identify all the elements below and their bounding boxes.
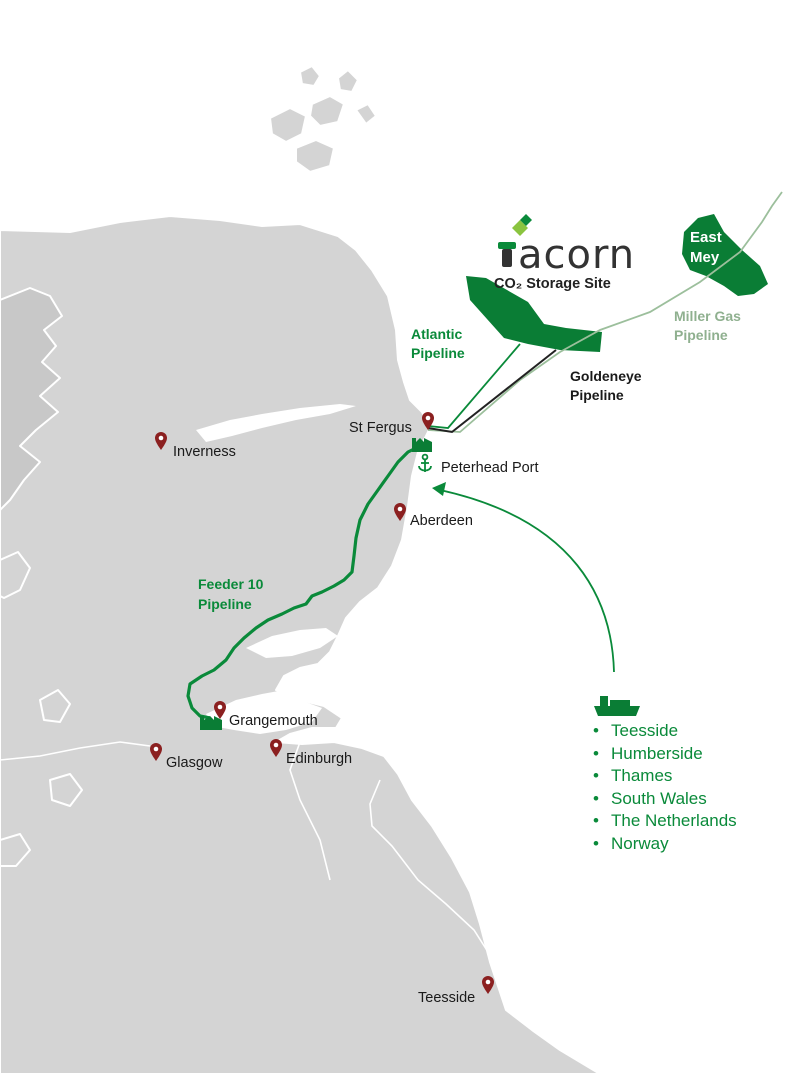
ship-icon xyxy=(594,696,640,716)
land-layer xyxy=(0,65,601,1074)
place-label-peterhead-port: Peterhead Port xyxy=(441,460,539,476)
svg-text:Pipeline: Pipeline xyxy=(674,327,728,343)
svg-text:Pipeline: Pipeline xyxy=(570,387,624,403)
east-mey-label: East Mey xyxy=(690,229,722,266)
feeder-10-pipeline xyxy=(186,444,421,720)
shipping-arrowhead xyxy=(432,482,446,496)
location-pin-icon xyxy=(394,503,406,521)
list-item: •Humberside xyxy=(593,743,703,763)
svg-text:Atlantic: Atlantic xyxy=(411,326,463,342)
anchor-icon xyxy=(418,453,432,472)
svg-text:Goldeneye: Goldeneye xyxy=(570,368,642,384)
place-label-st-fergus: St Fergus xyxy=(349,420,412,436)
acorn-storage-site-shape xyxy=(466,276,602,352)
svg-text:Pipeline: Pipeline xyxy=(198,596,252,612)
place-label-inverness: Inverness xyxy=(173,444,236,460)
svg-text:East: East xyxy=(690,229,722,246)
location-pin-icon xyxy=(155,432,167,450)
svg-text:Miller Gas: Miller Gas xyxy=(674,308,741,324)
shipping-source-list: •Teesside •Humberside •Thames •South Wal… xyxy=(593,720,737,856)
place-label-aberdeen: Aberdeen xyxy=(410,513,473,529)
list-item: •Thames xyxy=(593,766,673,786)
svg-text:Pipeline: Pipeline xyxy=(411,345,465,361)
svg-text:Feeder 10: Feeder 10 xyxy=(198,576,264,592)
location-pin-icon xyxy=(270,739,282,757)
orkney-islands xyxy=(269,65,377,173)
shipping-route-arrow xyxy=(439,489,615,673)
feeder-10-pipeline-label: Feeder 10 Pipeline xyxy=(198,576,264,612)
goldeneye-pipeline xyxy=(427,349,557,434)
acorn-wordmark: acorn xyxy=(518,232,635,278)
list-item: •Teesside xyxy=(593,721,679,740)
location-pin-icon xyxy=(422,412,434,430)
factory-icon xyxy=(412,438,432,452)
place-label-teesside: Teesside xyxy=(418,990,475,1006)
goldeneye-pipeline-label: Goldeneye Pipeline xyxy=(570,368,642,403)
acorn-logo-icon xyxy=(498,214,532,267)
list-item: •South Wales xyxy=(593,788,707,808)
svg-text:Mey: Mey xyxy=(690,249,720,266)
place-label-glasgow: Glasgow xyxy=(166,755,223,771)
east-mey-field-shape xyxy=(682,214,768,296)
west-islands xyxy=(0,551,83,867)
markers xyxy=(150,412,494,994)
list-item: •Norway xyxy=(593,833,669,853)
atlantic-pipeline xyxy=(427,343,521,429)
acorn-logo: acorn CO₂ Storage Site xyxy=(494,214,635,292)
moray-firth xyxy=(196,404,356,442)
location-pin-icon xyxy=(482,976,494,994)
miller-gas-pipeline-label: Miller Gas Pipeline xyxy=(674,308,741,343)
west-highlands xyxy=(0,287,63,511)
place-label-edinburgh: Edinburgh xyxy=(286,751,352,767)
place-label-grangemouth: Grangemouth xyxy=(229,713,318,729)
miller-gas-pipeline xyxy=(427,191,783,433)
location-pin-icon xyxy=(214,701,226,719)
firth-of-forth xyxy=(206,690,322,734)
list-item: •The Netherlands xyxy=(593,811,737,831)
boundary-lines xyxy=(0,741,489,953)
firth-of-tay xyxy=(246,628,338,658)
atlantic-pipeline-label: Atlantic Pipeline xyxy=(411,326,465,361)
factory-icon xyxy=(200,716,222,730)
location-pin-icon xyxy=(150,743,162,761)
acorn-subtitle: CO₂ Storage Site xyxy=(494,276,611,292)
